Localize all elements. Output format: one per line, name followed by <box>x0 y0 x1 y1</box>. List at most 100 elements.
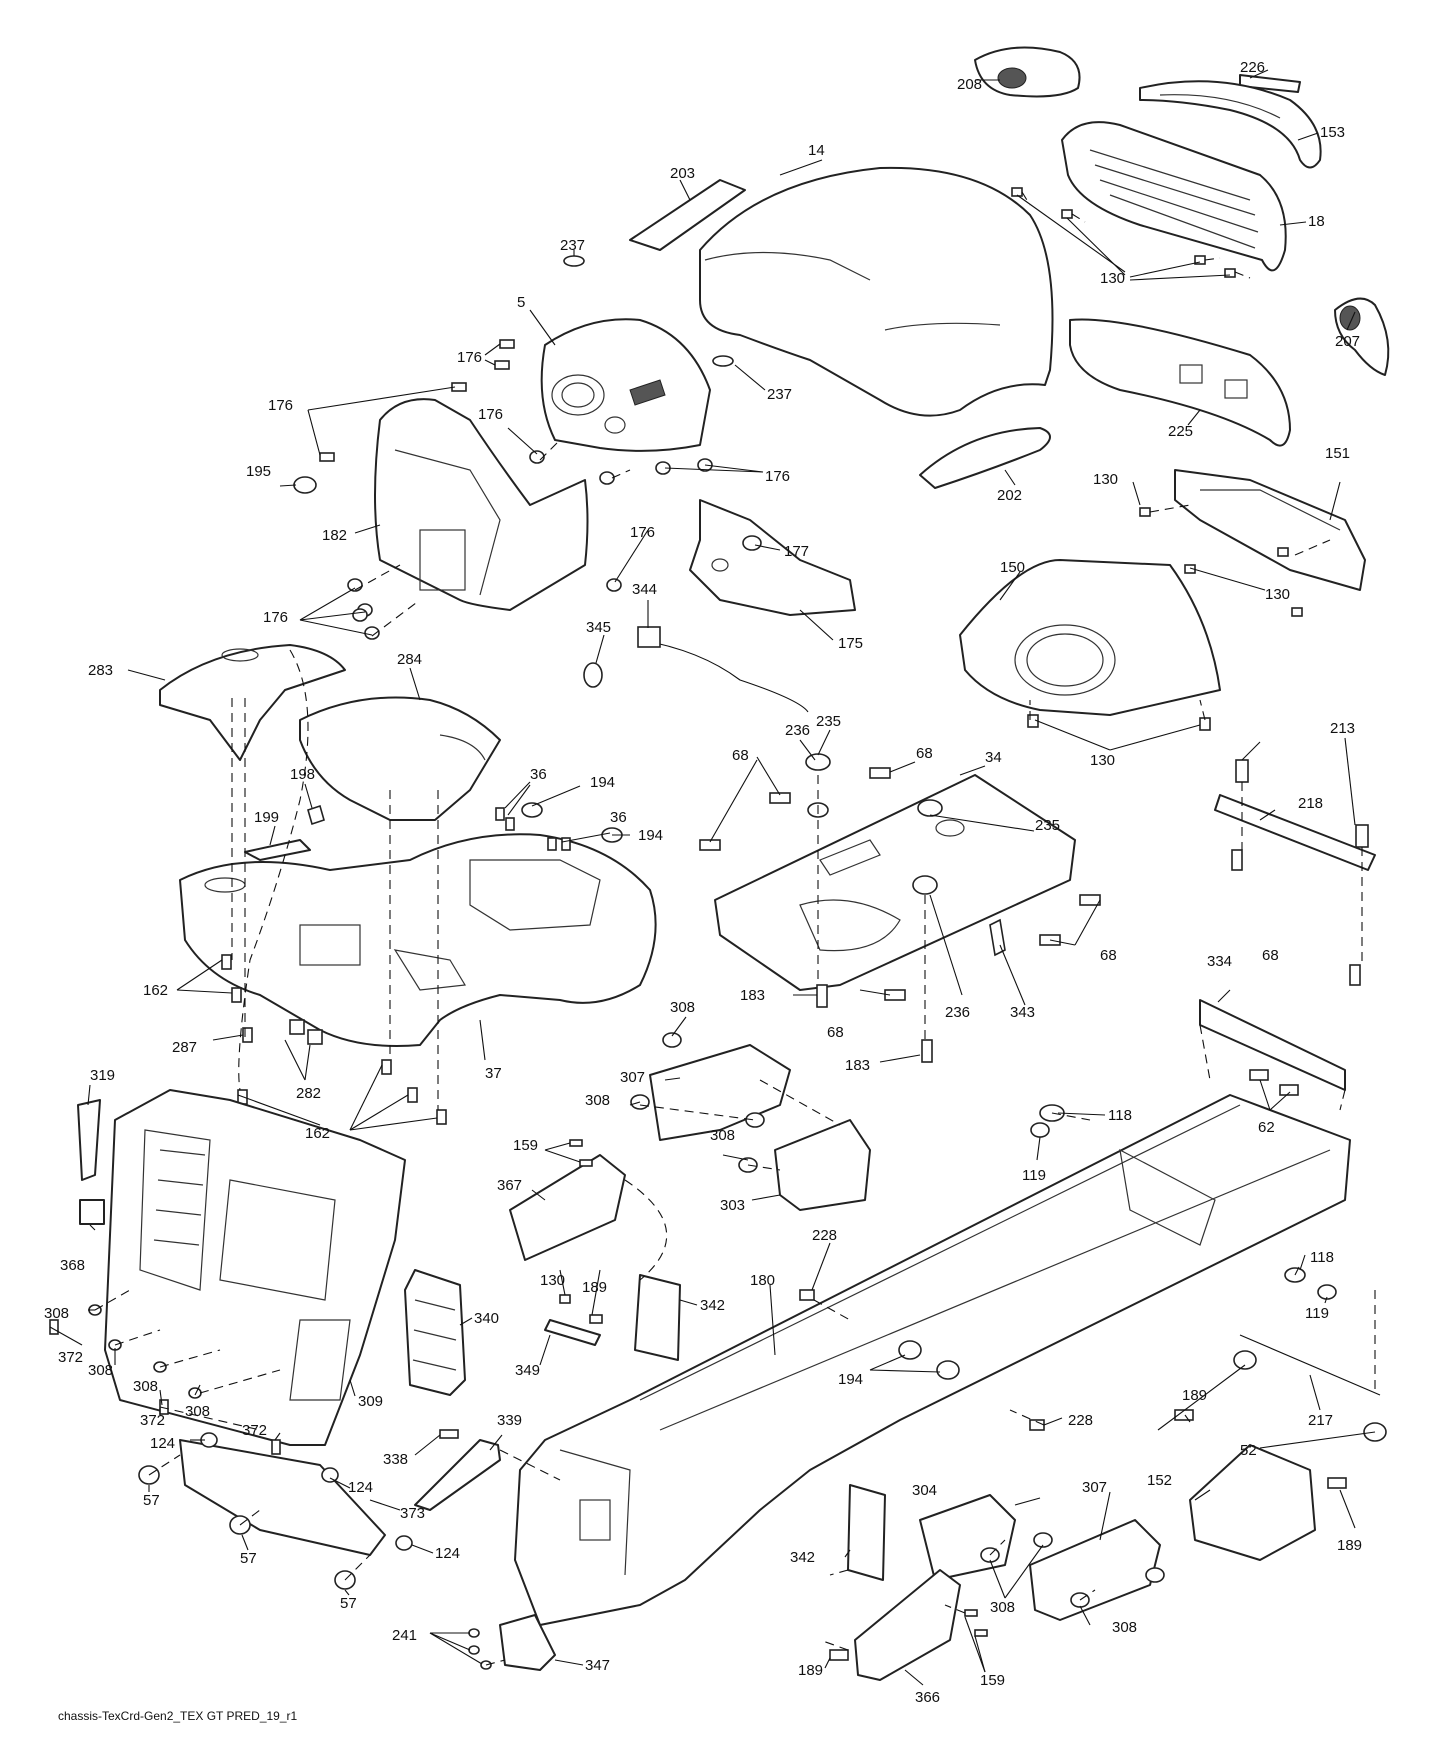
callout-339: 339 <box>497 1412 522 1429</box>
callout-36a: 36 <box>530 766 547 783</box>
part-366-plate <box>854 1569 961 1681</box>
callout-176f: 176 <box>263 609 288 626</box>
part-202-lens <box>919 427 1051 489</box>
callout-68a: 68 <box>916 745 933 762</box>
callout-287: 287 <box>172 1039 197 1056</box>
callout-68c: 68 <box>1100 947 1117 964</box>
part-345-cap <box>583 662 603 688</box>
leader-lines <box>49 69 1376 1686</box>
callout-175: 175 <box>838 635 863 652</box>
part-282-clips <box>289 1019 323 1045</box>
callout-304: 304 <box>912 1482 937 1499</box>
part-340-filter <box>404 1269 466 1396</box>
part-176-fasteners <box>319 339 713 640</box>
callout-345: 345 <box>586 619 611 636</box>
part-119-nut-a <box>1030 1122 1050 1138</box>
callout-176d: 176 <box>765 468 790 485</box>
callout-57c: 57 <box>340 1595 357 1612</box>
callout-159b: 159 <box>980 1672 1005 1689</box>
callout-308e: 308 <box>88 1362 113 1379</box>
part-349-bracket <box>544 1319 601 1346</box>
part-183-bolts <box>816 984 933 1063</box>
callout-372c: 372 <box>242 1422 267 1439</box>
part-195-cap <box>293 476 317 494</box>
callout-118b: 118 <box>1310 1249 1334 1266</box>
callout-183b: 183 <box>845 1057 870 1074</box>
part-153-grille-trim <box>1139 80 1322 169</box>
part-368-pad <box>79 1199 105 1225</box>
callout-194a: 194 <box>590 774 615 791</box>
callout-372b: 372 <box>140 1412 165 1429</box>
part-347-bracket <box>499 1614 556 1671</box>
callout-342b: 342 <box>790 1549 815 1566</box>
part-207-headlight <box>1334 297 1390 376</box>
callout-308c: 308 <box>710 1127 735 1144</box>
callout-37: 37 <box>485 1065 502 1082</box>
callout-130e: 130 <box>540 1272 565 1289</box>
part-342-bracket-a <box>634 1274 681 1361</box>
part-217-rod <box>1239 1334 1381 1396</box>
callout-14: 14 <box>808 142 825 159</box>
callout-150: 150 <box>1000 559 1025 576</box>
part-338-bolt <box>439 1429 459 1439</box>
callout-237a: 237 <box>560 237 585 254</box>
callout-207: 207 <box>1335 333 1360 350</box>
part-180-main-frame <box>514 1094 1351 1626</box>
callout-237b: 237 <box>767 386 792 403</box>
callout-182: 182 <box>322 527 347 544</box>
callout-208: 208 <box>957 76 982 93</box>
callout-226: 226 <box>1240 59 1265 76</box>
callout-284: 284 <box>397 651 422 668</box>
part-284-seat-pan <box>299 696 501 821</box>
part-177-nut <box>742 535 762 551</box>
callout-118a: 118 <box>1108 1107 1132 1124</box>
callout-308b: 308 <box>585 1092 610 1109</box>
callout-130a: 130 <box>1100 270 1125 287</box>
callout-309: 309 <box>358 1393 383 1410</box>
callout-labels: 208 226 153 14 203 18 130 237 207 5 176 … <box>44 59 1362 1706</box>
part-237-plug-a <box>563 255 585 267</box>
part-198-clip <box>307 804 325 826</box>
callout-202: 202 <box>997 487 1022 504</box>
callout-343: 343 <box>1010 1004 1035 1021</box>
part-344-cable <box>637 626 809 713</box>
part-18-grille <box>1061 121 1287 272</box>
callout-34: 34 <box>985 749 1002 766</box>
callout-124b: 124 <box>348 1479 373 1496</box>
callout-176b: 176 <box>268 397 293 414</box>
part-343-clip <box>989 918 1006 957</box>
callout-308g: 308 <box>185 1403 210 1420</box>
callout-159a: 159 <box>513 1137 538 1154</box>
part-283-cover <box>159 644 346 761</box>
callout-349: 349 <box>515 1362 540 1379</box>
callout-152: 152 <box>1147 1472 1172 1489</box>
part-208-headlight <box>974 46 1081 98</box>
callout-177: 177 <box>784 543 809 560</box>
callout-308h: 308 <box>990 1599 1015 1616</box>
callout-124a: 124 <box>150 1435 175 1452</box>
callout-36b: 36 <box>610 809 627 826</box>
callout-151: 151 <box>1325 445 1350 462</box>
part-218-bar <box>1214 794 1376 871</box>
callout-176e: 176 <box>630 524 655 541</box>
callout-334: 334 <box>1207 953 1232 970</box>
callout-236a: 236 <box>785 722 810 739</box>
part-124-nuts <box>200 1432 413 1551</box>
part-189-bolt-d <box>829 1649 849 1661</box>
callout-189c: 189 <box>1337 1537 1362 1554</box>
callout-282: 282 <box>296 1085 321 1102</box>
callout-198: 198 <box>290 766 315 783</box>
callout-194b: 194 <box>638 827 663 844</box>
callout-367: 367 <box>497 1177 522 1194</box>
callout-183a: 183 <box>740 987 765 1004</box>
part-159-screws <box>569 1139 593 1167</box>
part-307-shield <box>649 1044 791 1141</box>
callout-195: 195 <box>246 463 271 480</box>
callout-130d: 130 <box>1090 752 1115 769</box>
part-62-bolts <box>1249 1069 1299 1096</box>
callout-283: 283 <box>88 662 113 679</box>
part-36-bolts <box>495 807 571 851</box>
callout-119b: 119 <box>1305 1305 1329 1322</box>
callout-213: 213 <box>1330 720 1355 737</box>
part-182-pedestal <box>374 398 589 611</box>
